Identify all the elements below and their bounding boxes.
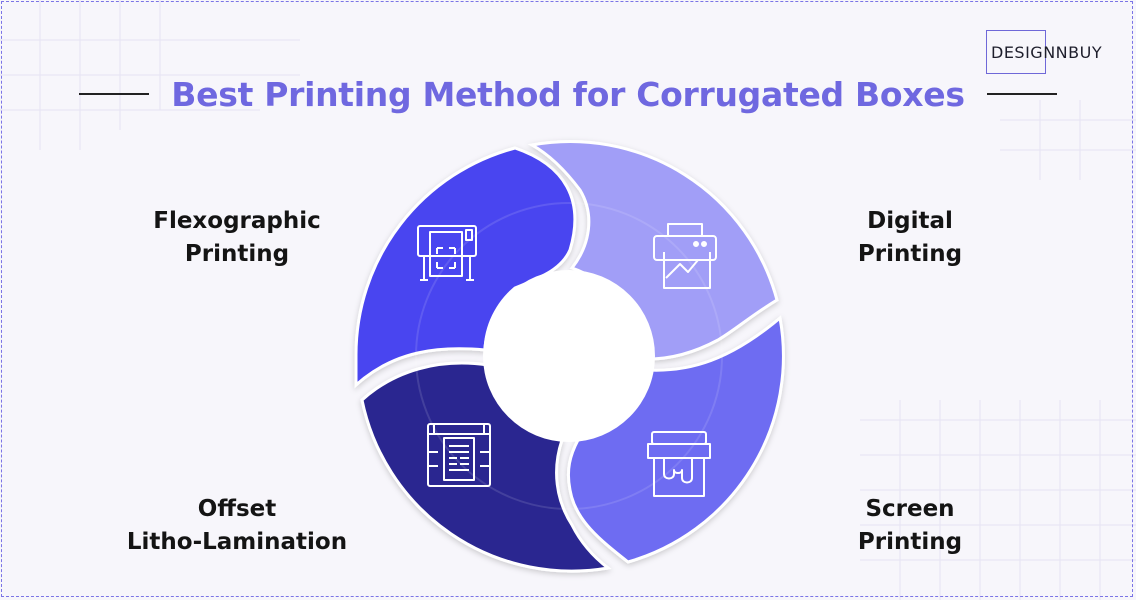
label-flexographic-line2: Printing <box>184 241 290 267</box>
label-offset-line2: Litho-Lamination <box>126 529 348 555</box>
label-flexographic: Flexographic Printing <box>142 205 332 271</box>
segment-offset <box>360 361 612 573</box>
label-digital-line1: Digital <box>867 208 953 234</box>
screen-printing-icon <box>647 431 711 497</box>
page-title: Best Printing Method for Corrugated Boxe… <box>171 74 965 114</box>
offset-press-icon <box>427 423 491 487</box>
label-flexographic-line1: Flexographic <box>153 208 321 234</box>
title-row: Best Printing Method for Corrugated Boxe… <box>0 70 1136 118</box>
label-digital: Digital Printing <box>830 205 990 271</box>
title-rule-right <box>986 93 1057 95</box>
inner-band <box>415 202 723 510</box>
label-offset-line1: Offset <box>197 496 277 522</box>
label-offset: Offset Litho-Lamination <box>117 493 357 559</box>
brand-logo: DESIGNNBUY <box>986 30 1102 74</box>
label-screen: Screen Printing <box>830 493 990 559</box>
plotter-printer-icon <box>417 225 477 281</box>
label-digital-line2: Printing <box>857 241 963 267</box>
desktop-printer-icon <box>653 223 717 289</box>
logo-text: DESIGNNBUY <box>991 42 1103 62</box>
center-circle <box>483 270 655 442</box>
label-screen-line2: Printing <box>857 529 963 555</box>
segment-flexographic <box>354 146 577 389</box>
label-screen-line1: Screen <box>865 496 955 522</box>
logo-box <box>986 30 1046 74</box>
title-rule-left <box>79 93 150 95</box>
